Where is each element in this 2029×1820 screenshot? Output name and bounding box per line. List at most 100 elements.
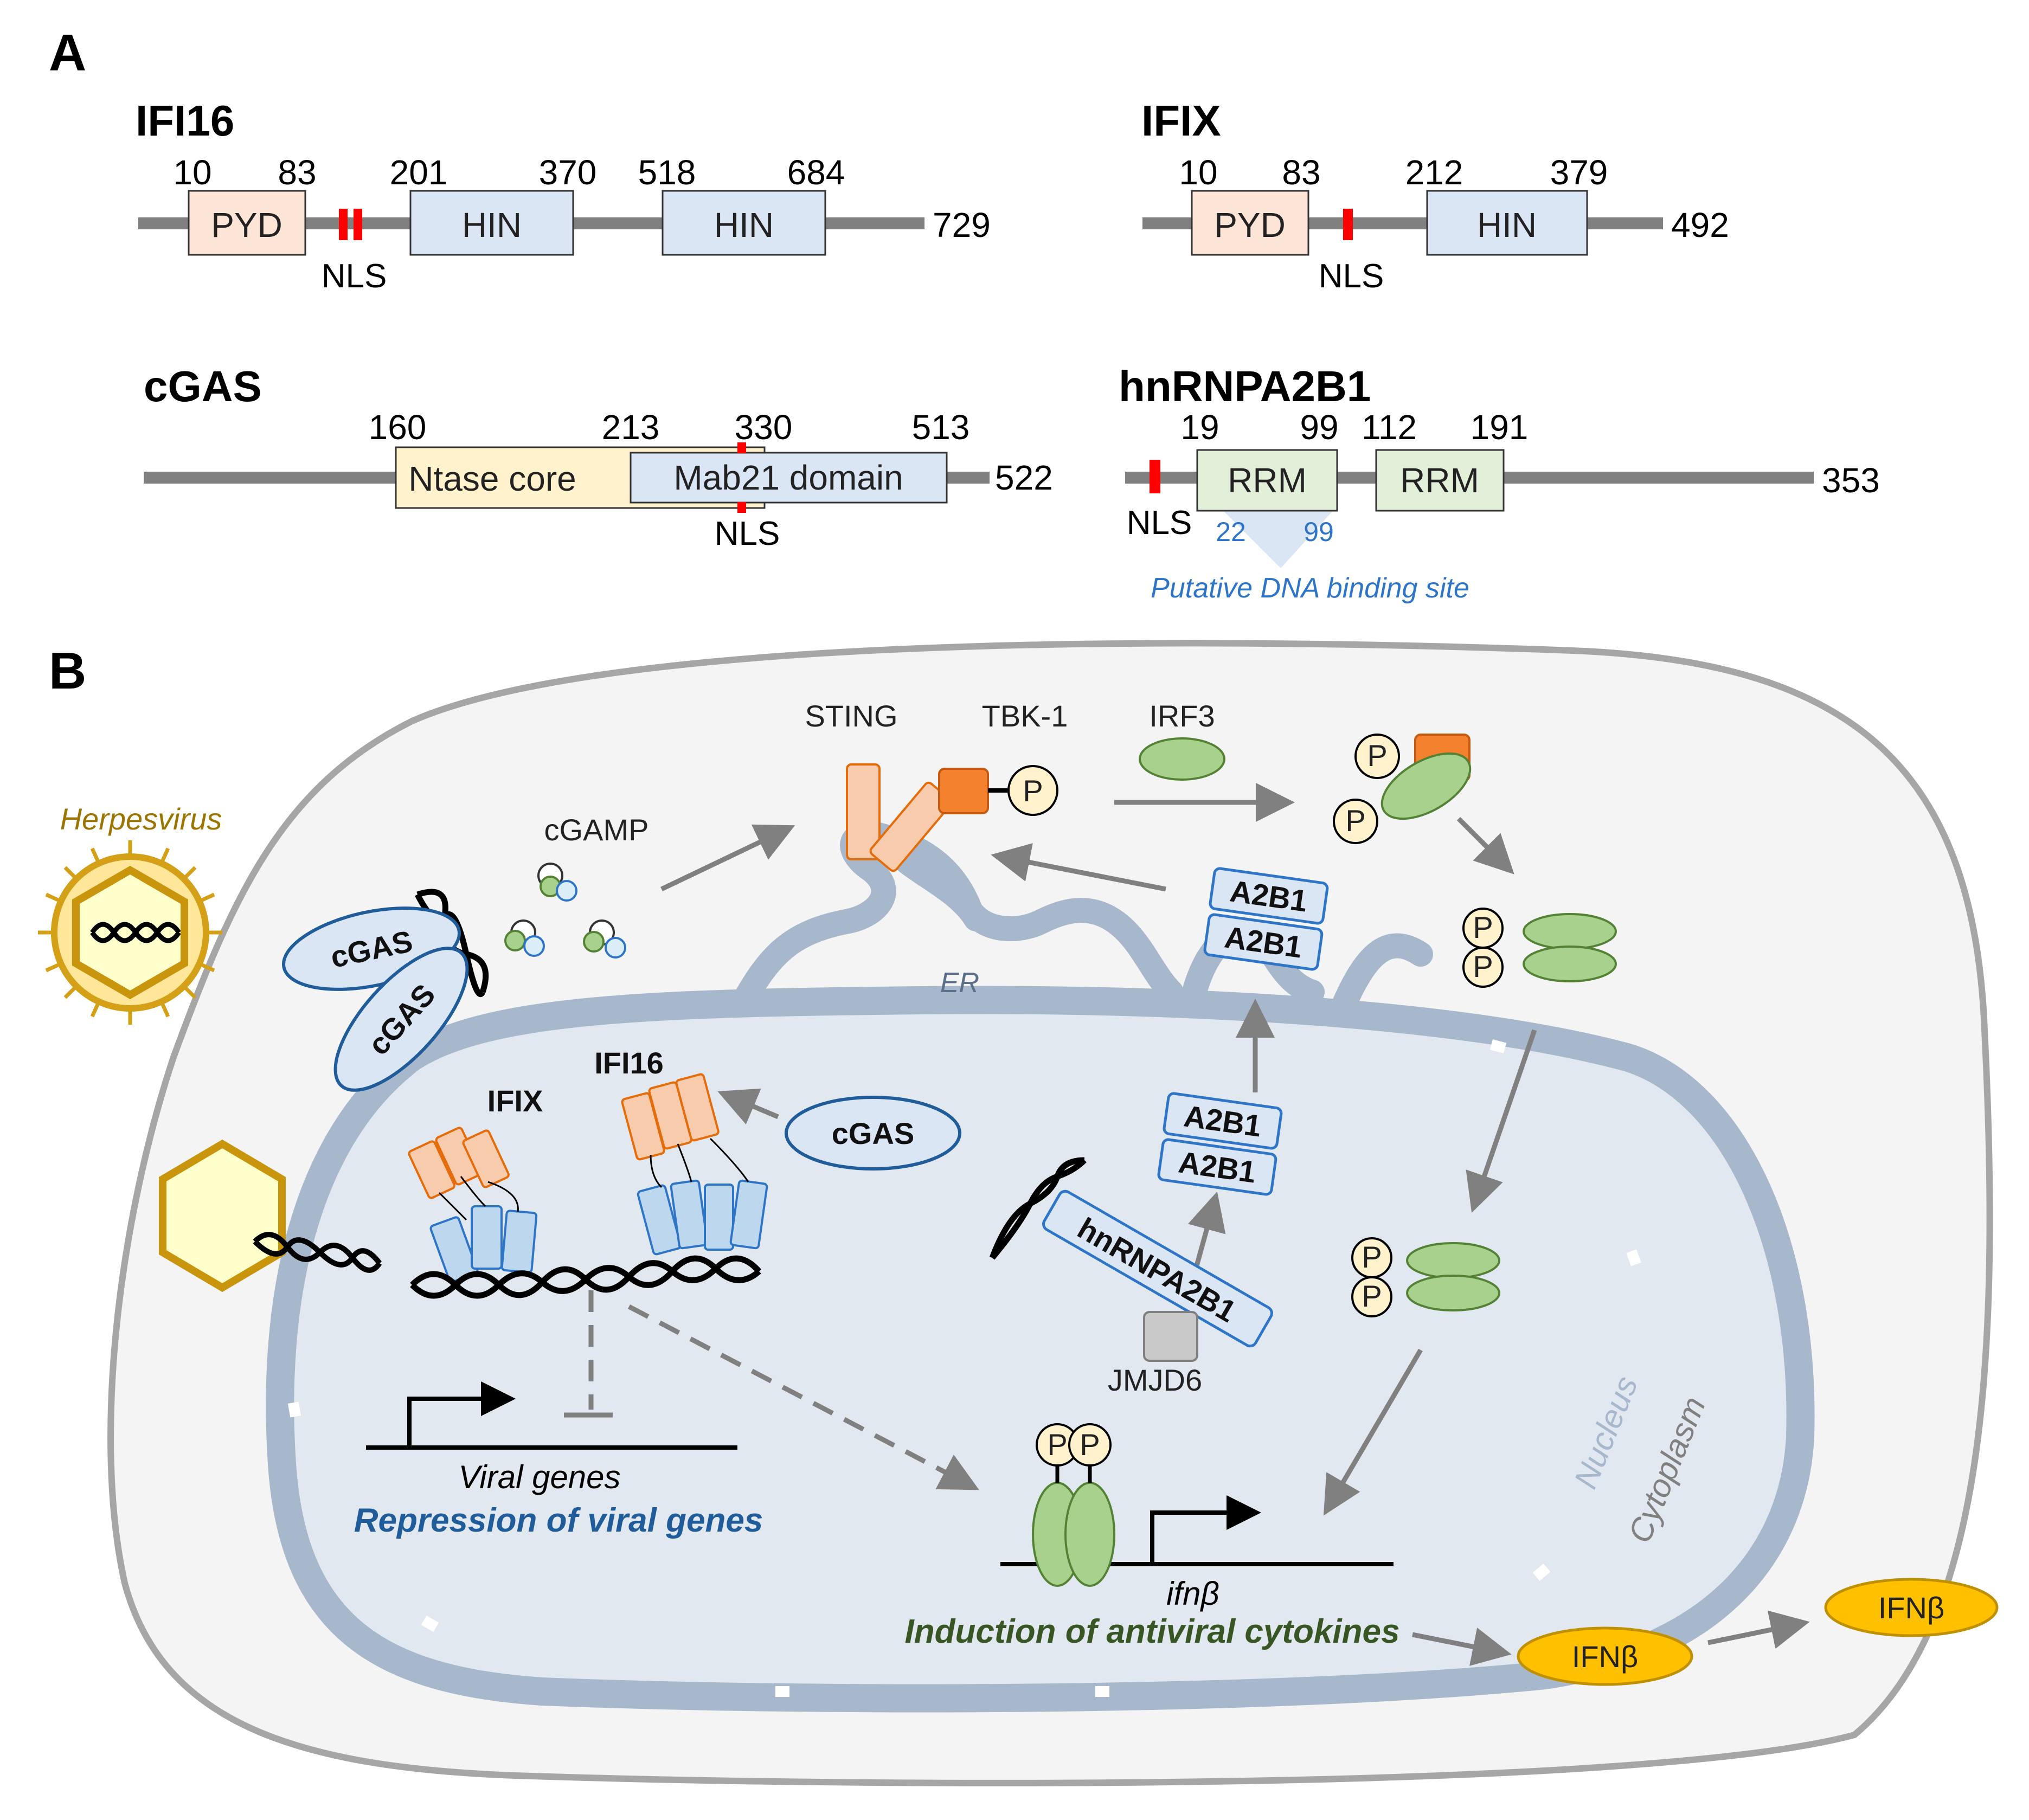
cgas-mab21-domain — [630, 452, 948, 504]
hnrnpa2b1-pos-191: 191 — [1471, 408, 1529, 447]
cgamp-molecule — [504, 930, 526, 951]
binding-start-pos: 22 — [1216, 517, 1246, 547]
ifnb-protein-1 — [1517, 1626, 1693, 1686]
dna-binding-site-marker — [1221, 509, 1335, 568]
nuclear-cgas-protein — [785, 1096, 961, 1171]
irf3-dimer-cytoplasm: P P — [1462, 908, 1617, 988]
phospho-2-label: P — [1345, 803, 1365, 838]
cgamp-molecule — [583, 931, 605, 953]
ifi16-name: IFI16 — [136, 97, 234, 145]
hnrnpa2b1-rrm-domain-1 — [1196, 449, 1338, 512]
ifi16-nls-mark-2 — [354, 209, 362, 240]
irf3-protein — [1139, 737, 1225, 781]
hnrnpa2b1-rrm-domain-2 — [1375, 449, 1505, 512]
arrow-a2b1-to-sting — [991, 843, 1166, 892]
ifi16-pos-83: 83 — [278, 153, 316, 192]
irf3-dimer-subunit — [1406, 1242, 1500, 1279]
sting-label: STING — [805, 699, 897, 733]
a2b1-dimer-cytoplasm: A2B1 A2B1 — [1203, 867, 1329, 971]
ifix-hin — [471, 1205, 503, 1270]
herpesvirus-label: Herpesvirus — [60, 802, 222, 836]
cgas-ntase-label: Ntase core — [408, 459, 576, 498]
ifix-pyd-label: PYD — [1214, 205, 1286, 245]
arrow-dimer-to-ifnb — [1323, 1348, 1423, 1516]
ifix-nls-label: NLS — [1319, 258, 1384, 295]
irf3-dimer-phospho — [1462, 947, 1504, 988]
hnrnpa2b1-pos-19: 19 — [1180, 408, 1219, 447]
ifi16-pos-684: 684 — [787, 153, 845, 192]
nuclear-pore — [1489, 1039, 1507, 1054]
arrow-dimer-to-nucleus — [1466, 1029, 1537, 1213]
cgas-nls-mark-top — [737, 442, 746, 453]
hnrnpa2b1-protein — [1042, 1189, 1273, 1348]
ifi16-nls-label: NLS — [322, 258, 387, 295]
irf3-dimer-phospho-label: P — [1473, 910, 1493, 944]
nuclear-pore — [1626, 1249, 1641, 1266]
a2b1-subunit — [1157, 1138, 1277, 1196]
ifix-pyd — [462, 1129, 510, 1188]
phospho-2 — [1333, 799, 1378, 844]
ifi16-hin-label-1: HIN — [462, 205, 522, 245]
ifi16-hin — [729, 1179, 768, 1250]
irf3-dimer-subunit — [1523, 913, 1617, 950]
ifix-pos-10: 10 — [1179, 153, 1217, 192]
cgas-pos-160: 160 — [369, 408, 427, 447]
jmjd6-protein — [1143, 1311, 1198, 1362]
jmjd6-label: JMJD6 — [1108, 1363, 1202, 1397]
tbk1-label: TBK-1 — [982, 699, 1068, 733]
induction-arrow — [627, 1304, 979, 1490]
panel-a-label: A — [49, 24, 86, 82]
ifix-pyd — [408, 1140, 455, 1199]
hnrnpa2b1-name: hnRNPA2B1 — [1119, 362, 1371, 410]
arrow-cgamp-to-sting — [660, 824, 795, 892]
a2b1-dimer-nucleus: A2B1 A2B1 — [1157, 1092, 1283, 1196]
irf3-dimer-phospho-label: P — [1362, 1240, 1382, 1274]
er-label: ER — [940, 967, 979, 999]
ifi16-hin — [637, 1184, 682, 1256]
hnrnpa2b1-pos-112: 112 — [1362, 408, 1417, 447]
ifi16-hin-label-2: HIN — [714, 205, 774, 245]
ifi16-pos-370: 370 — [539, 153, 597, 192]
hnrnpa2b1-diagram: hnRNPA2B1 NLS RRM RRM 19 99 112 191 353 … — [1119, 362, 1880, 604]
ifi16-label: IFI16 — [594, 1046, 664, 1080]
irf3-dimer-phospho — [1351, 1276, 1392, 1317]
ifix-hin-label: HIN — [1477, 205, 1537, 245]
ifnb-label-1: IFNβ — [1572, 1639, 1638, 1674]
sting-subunit-1 — [846, 763, 881, 860]
ifi16-complex — [621, 1073, 768, 1256]
ifix-hin — [500, 1210, 538, 1274]
irf3-dimer-phospho-label: P — [1362, 1279, 1382, 1313]
ifnb-label-2: IFNβ — [1878, 1591, 1944, 1625]
arrow-ifnb-secretion — [1707, 1610, 1810, 1649]
ifi16-hin-domain-1 — [409, 190, 574, 256]
binding-end-pos: 99 — [1304, 517, 1334, 547]
ifnb-gene-label: ifnβ — [1166, 1575, 1219, 1612]
ifi16-hin-domain-2 — [662, 190, 826, 256]
ifix-diagram: IFIX PYD NLS HIN 10 83 212 379 492 — [1141, 97, 1729, 295]
nuclear-pore — [287, 1401, 301, 1418]
cgas-nls-mark-bottom — [737, 502, 746, 513]
ifi16-pyd — [675, 1073, 720, 1142]
a2b1-subunit — [1203, 913, 1324, 971]
irf3-bound-2 — [1064, 1482, 1115, 1587]
capsid-dna-injected-strand-2 — [253, 1237, 382, 1268]
nuclear-viral-dna-strand-2 — [410, 1255, 762, 1299]
phospho-1 — [1354, 734, 1400, 779]
hnrnpa2b1-rrm-label-1: RRM — [1228, 461, 1307, 500]
ifix-hin-domain — [1426, 190, 1588, 256]
arrow-cgas-to-ifi16 — [717, 1088, 779, 1125]
repression-label: Repression of viral genes — [354, 1502, 763, 1539]
cgamp-molecule — [556, 880, 577, 902]
irf3-phosphorylated — [1381, 752, 1472, 820]
cgas-diagram: cGAS Ntase core Mab21 domain NLS 160 213… — [144, 362, 1053, 552]
nuclear-pore — [775, 1686, 789, 1697]
nuclear-pore — [1095, 1686, 1109, 1697]
tbk1-phospho-label: P — [1023, 774, 1043, 808]
hnrnpa2b1-nls-mark — [1150, 460, 1160, 493]
ifi16-hin — [704, 1184, 734, 1251]
irf3-dimer-subunit — [1523, 946, 1617, 982]
irf3-dimer-phospho-label: P — [1473, 949, 1493, 983]
ifi16-hin — [670, 1179, 709, 1250]
ifnb-promoter-arrow — [1150, 1495, 1261, 1564]
cgas-nls-label: NLS — [715, 515, 780, 552]
